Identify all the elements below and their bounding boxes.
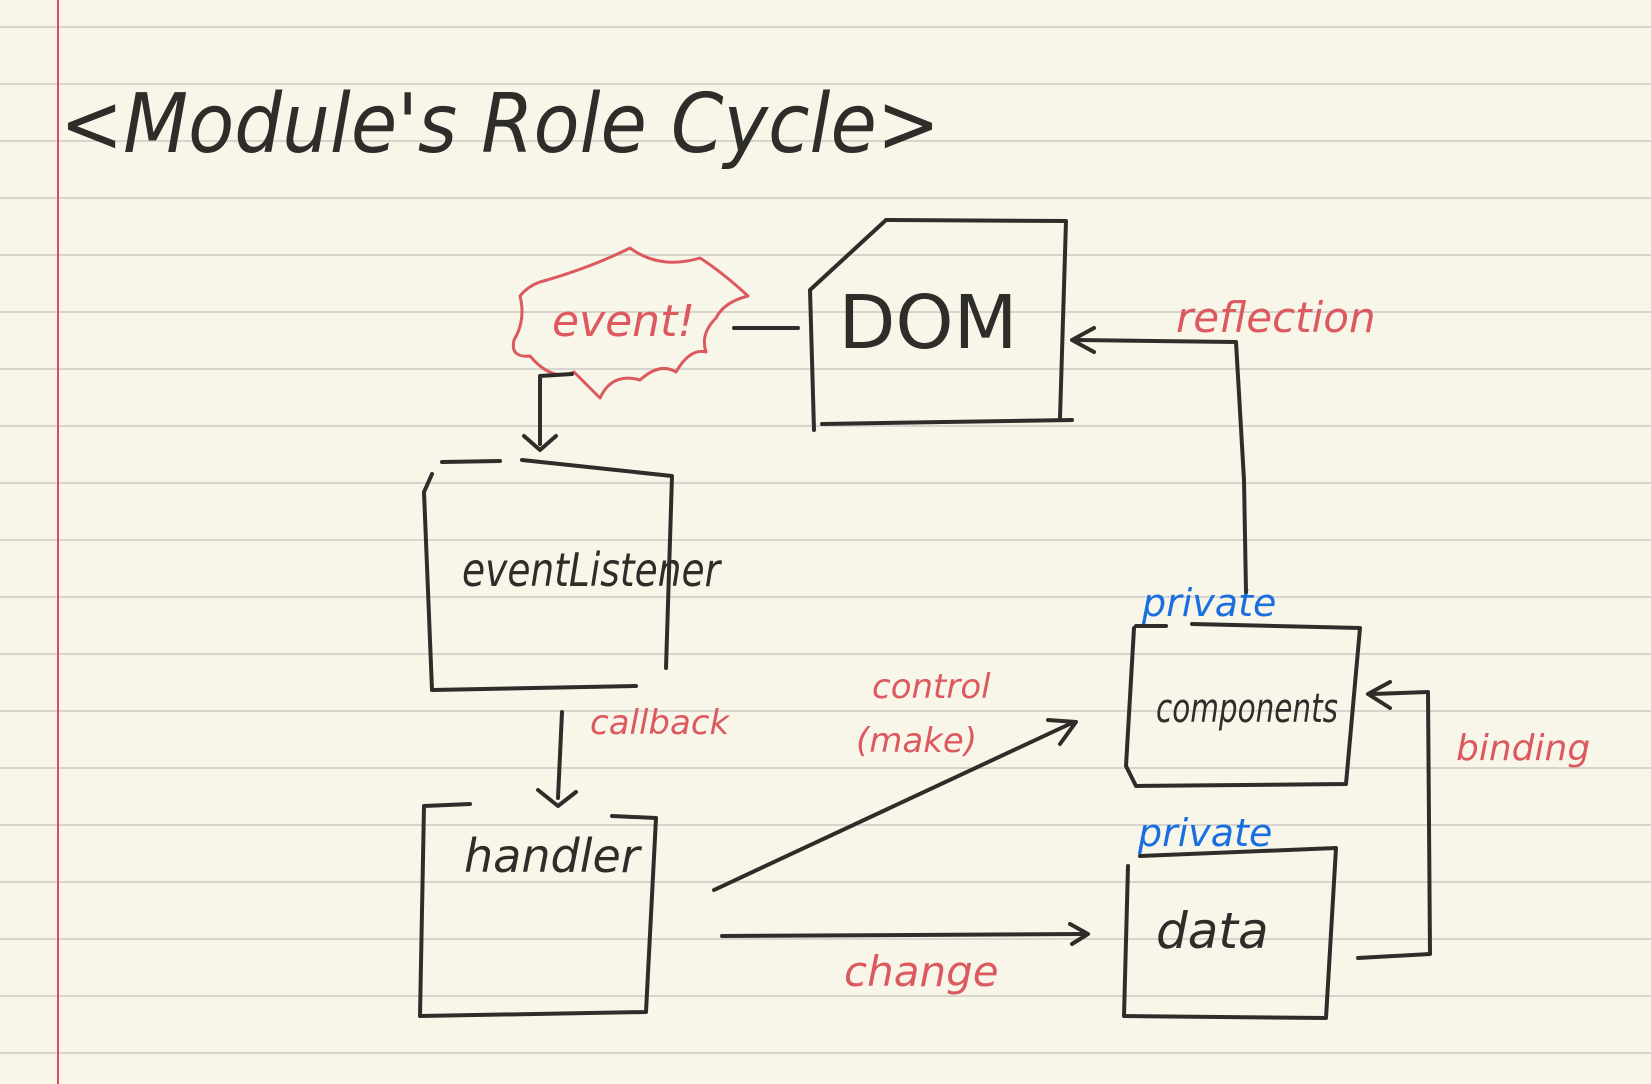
reflection-arrow: reflection [1070,293,1376,594]
data-label: data [1156,902,1269,960]
handler-label: handler [464,829,643,883]
control-label-line1: control [872,667,991,707]
diagram-title: <Module's Role Cycle> [60,77,940,172]
binding-label: binding [1456,728,1590,769]
callback-label: callback [590,703,731,743]
event-burst-label: event! [552,296,695,347]
callback-arrow: callback [536,703,731,808]
components-node: private components [1124,581,1362,788]
change-label: change [844,947,999,996]
event-listener-label: eventListener [462,543,723,597]
components-label: components [1156,686,1338,732]
event-to-listener-arrow [522,372,574,452]
reflection-label: reflection [1176,293,1376,342]
ruled-lines [0,26,1651,1054]
change-arrow: change [720,922,1090,996]
control-arrow: control (make) [712,667,1078,892]
data-private-label: private [1137,811,1272,855]
event-listener-node: eventListener [422,458,723,692]
components-private-label: private [1141,581,1276,625]
control-label-line2: (make) [856,721,977,761]
handler-node: handler [418,802,658,1018]
data-node: private data [1122,811,1338,1020]
event-burst: event! [511,246,750,400]
dom-label: DOM [838,280,1017,366]
dom-node: DOM [808,218,1074,432]
binding-arrow: binding [1356,680,1590,960]
